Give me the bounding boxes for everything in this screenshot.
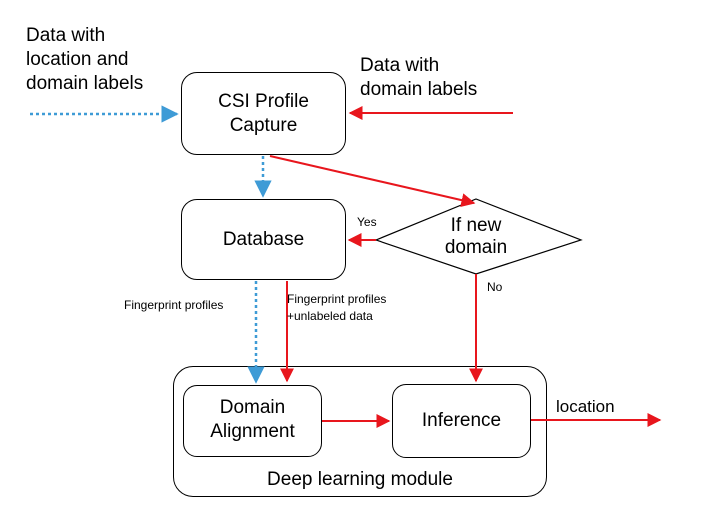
decision-label: If new domain	[444, 215, 508, 258]
deep-learning-module-label: Deep learning module	[267, 469, 453, 490]
location-output-label: location	[556, 397, 615, 416]
no-edge-label: No	[487, 280, 503, 294]
inference-label: Inference	[421, 410, 502, 431]
fingerprint-unlabeled-label: Fingerprint profiles +unlabeled data	[287, 292, 387, 324]
yes-edge-label: Yes	[357, 215, 377, 229]
database-label: Database	[222, 229, 305, 250]
decision-diamond	[374, 198, 583, 275]
csi-profile-capture-box	[181, 72, 346, 155]
right-input-label: Data with domain labels	[360, 55, 478, 100]
fingerprint-profiles-label: Fingerprint profiles	[124, 298, 224, 312]
arrow-capture-to-decision	[269, 155, 476, 207]
left-input-label: Data with location and domain labels	[26, 25, 144, 94]
csi-profile-capture-label: CSI Profile Capture	[218, 91, 309, 136]
domain-alignment-box	[183, 385, 322, 457]
database-box	[181, 199, 346, 280]
inference-box	[392, 384, 531, 458]
domain-alignment-label: Domain Alignment	[210, 397, 295, 442]
